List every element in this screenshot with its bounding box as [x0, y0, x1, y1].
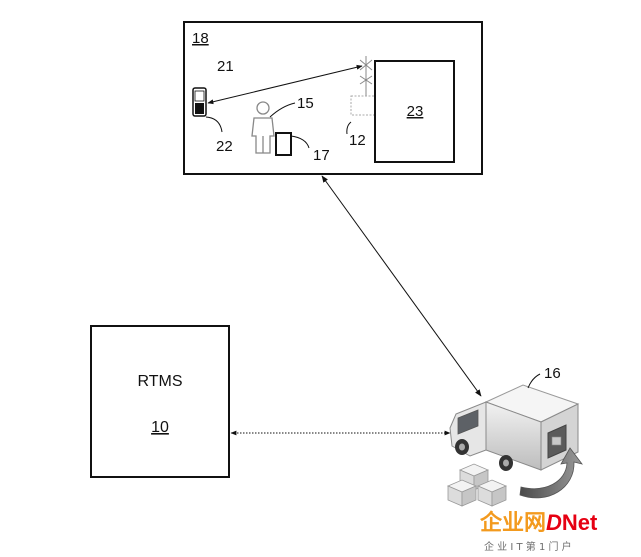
- wireless-link-arrow: [207, 64, 363, 105]
- site-box: 18 21 22 15 17: [183, 21, 483, 175]
- site-box-label: 18: [192, 30, 209, 47]
- watermark: 企业网DNet 企 业 I T 第 1 门 户: [470, 511, 640, 555]
- watermark-brand-cn: 企业网: [480, 511, 547, 536]
- site-truck-link-arrow: [321, 175, 482, 397]
- tablet-label: 17: [313, 147, 330, 164]
- person-icon: [251, 101, 275, 154]
- packages-icon: [446, 463, 508, 507]
- device-label: 23: [407, 103, 424, 120]
- person-label: 15: [297, 95, 314, 112]
- phone-base-label: 22: [216, 138, 233, 155]
- rtms-box: RTMS 10: [90, 325, 230, 478]
- watermark-brand-d: D: [546, 510, 562, 535]
- truck-label: 16: [544, 365, 561, 382]
- device-box: [374, 60, 455, 163]
- watermark-tagline: 企 业 I T 第 1 门 户: [484, 542, 572, 553]
- antenna-icon: [359, 56, 373, 96]
- reader-label: 12: [349, 132, 366, 149]
- rtms-number: 10: [151, 419, 169, 436]
- tablet-icon: [275, 132, 292, 156]
- phone-label: 21: [217, 58, 234, 75]
- loading-arrow-icon: [519, 447, 583, 499]
- phone-icon: [192, 87, 207, 117]
- watermark-brand-net: Net: [561, 510, 598, 535]
- reader-icon: [350, 95, 379, 116]
- truck-icon: [449, 384, 580, 471]
- rtms-title: RTMS: [137, 373, 182, 390]
